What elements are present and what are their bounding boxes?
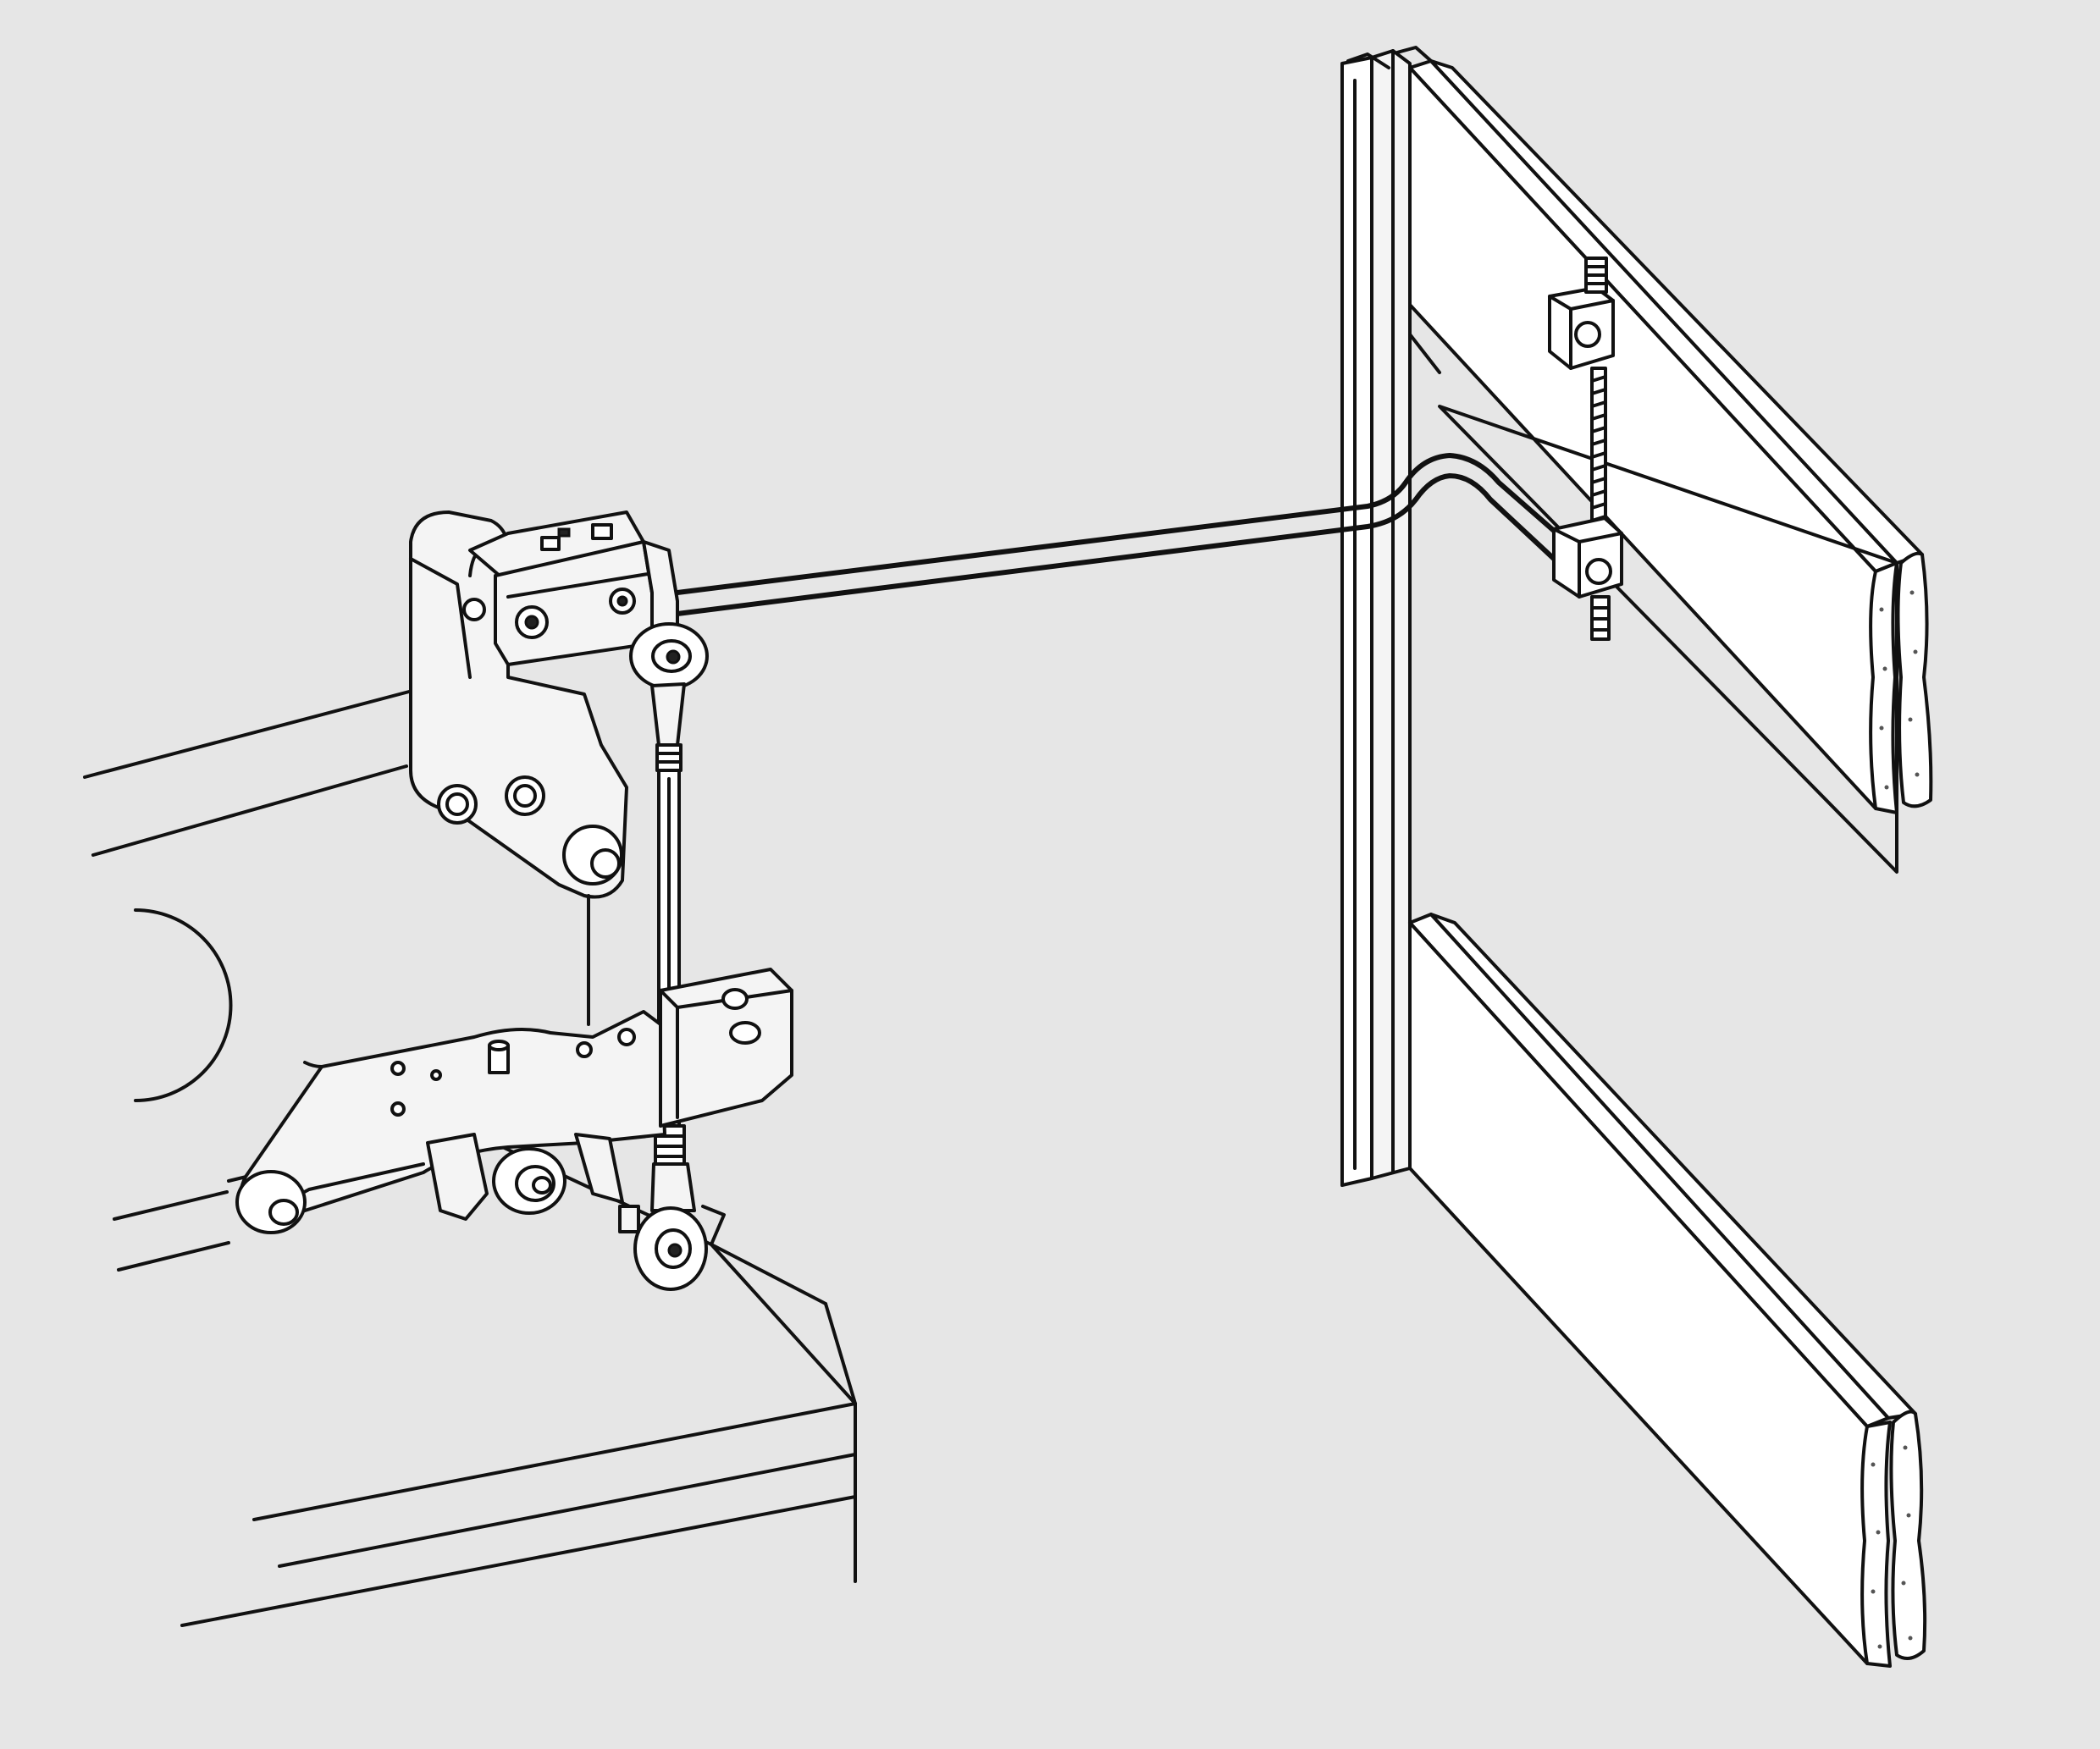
horizontal-push-rod (675, 453, 1569, 616)
threaded-adjuster (1548, 257, 1623, 641)
upper-bracket (409, 510, 679, 1026)
lower-blade-pair (1408, 913, 1927, 1668)
guide-rail (1340, 46, 1433, 1187)
lower-lever-arm (235, 968, 793, 1234)
upper-blade-pair (1408, 59, 1933, 874)
vertical-link-rod (618, 622, 726, 1291)
